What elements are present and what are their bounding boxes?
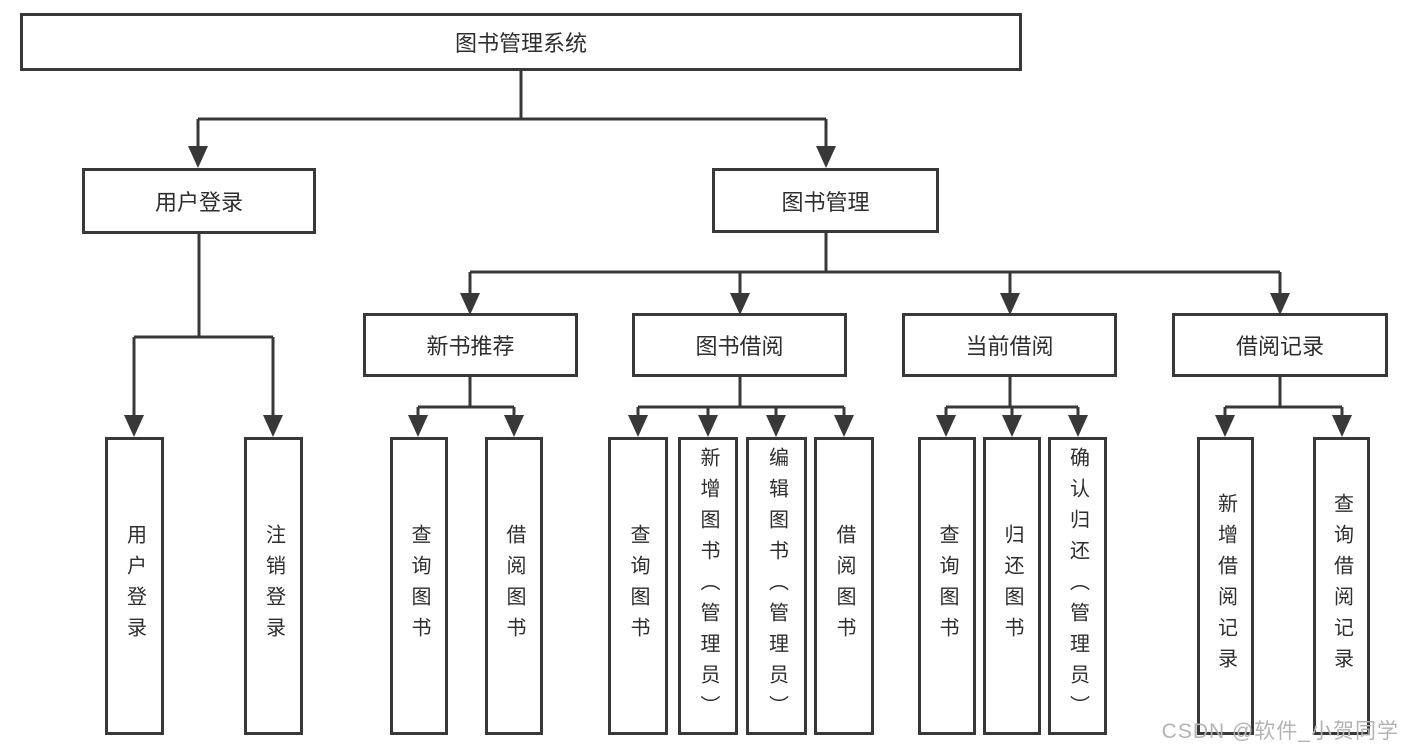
arrowhead-icon <box>1000 293 1020 315</box>
csdn-watermark: CSDN @软件_小贺同学 <box>1161 720 1399 743</box>
arrowhead-icon <box>1215 415 1235 437</box>
arrowhead-icon <box>1332 415 1352 437</box>
arrowhead-icon <box>408 415 428 437</box>
arrowhead-icon <box>1002 415 1022 437</box>
edge-records-to-leaves <box>1223 377 1344 420</box>
node-borrow-records: 借阅记录 <box>1172 313 1388 377</box>
arrowhead-icon <box>628 415 648 437</box>
node-newbook-query-books: 查询图书 <box>390 437 448 735</box>
arrowhead-icon <box>1270 293 1290 315</box>
node-borrow-query-books: 查询图书 <box>608 437 668 735</box>
arrowhead-icon <box>263 415 283 437</box>
node-current-borrow: 当前借阅 <box>902 313 1117 377</box>
arrowhead-icon <box>816 146 836 168</box>
arrowhead-icon <box>188 146 208 168</box>
node-query-borrow-record: 查询借阅记录 <box>1313 437 1370 735</box>
node-return-book: 归还图书 <box>983 437 1041 735</box>
arrowhead-icon <box>1068 415 1088 437</box>
edge-bookmgmt-to-level3 <box>468 233 1282 298</box>
node-book-borrow: 图书借阅 <box>632 313 847 377</box>
edge-newbook-to-leaves <box>416 377 516 420</box>
node-user-login-leaf: 用户登录 <box>105 437 164 735</box>
node-current-query-books: 查询图书 <box>918 437 976 735</box>
node-logout-leaf: 注销登录 <box>244 437 303 735</box>
node-new-book-recommend: 新书推荐 <box>363 313 578 377</box>
arrowhead-icon <box>766 415 786 437</box>
edge-userlogin-to-leaves <box>132 234 275 420</box>
node-add-borrow-record: 新增借阅记录 <box>1197 437 1254 735</box>
node-edit-book-admin: 编辑图书（管理员） <box>746 437 807 735</box>
node-book-management: 图书管理 <box>712 168 939 233</box>
edge-root-to-level2 <box>196 71 828 150</box>
node-user-login: 用户登录 <box>82 168 316 234</box>
arrowhead-icon <box>834 415 854 437</box>
arrowhead-icon <box>730 293 750 315</box>
arrowhead-icon <box>504 415 524 437</box>
edge-currentborrow-to-leaves <box>944 377 1080 420</box>
arrowheads <box>124 146 1352 437</box>
arrowhead-icon <box>698 415 718 437</box>
arrowhead-icon <box>124 415 144 437</box>
edge-bookborrow-to-leaves <box>636 377 846 420</box>
arrowhead-icon <box>936 415 956 437</box>
node-confirm-return-admin: 确认归还（管理员） <box>1048 437 1107 735</box>
node-add-book-admin: 新增图书（管理员） <box>678 437 738 735</box>
node-borrow-books-leaf: 借阅图书 <box>814 437 874 735</box>
node-library-system: 图书管理系统 <box>20 13 1022 71</box>
arrowhead-icon <box>460 293 480 315</box>
node-newbook-borrow-books: 借阅图书 <box>485 437 543 735</box>
